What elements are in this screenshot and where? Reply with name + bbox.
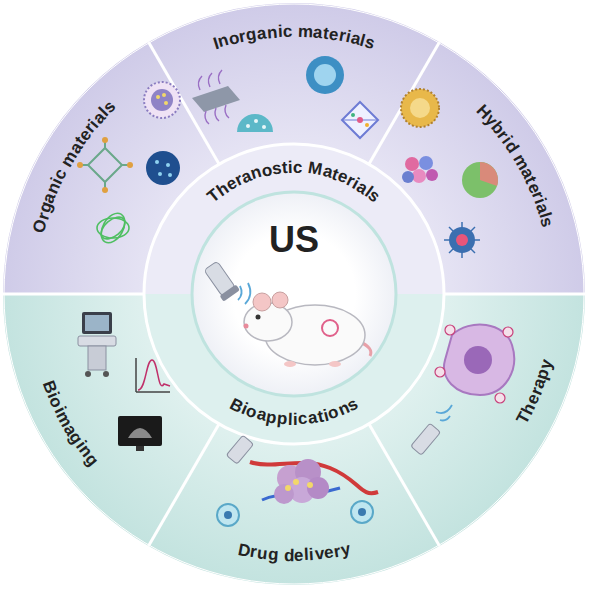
center-label: US [269, 220, 319, 260]
sector-label: Organic materials [30, 97, 120, 234]
sector-label: Inorganic materials [211, 23, 377, 54]
dividers [3, 4, 585, 584]
letter: d [283, 546, 294, 565]
ultrasound-probe [202, 260, 250, 304]
letter [292, 23, 297, 42]
letter: i [277, 23, 283, 42]
letter [278, 546, 284, 565]
letter: u [256, 544, 269, 564]
letter: c [282, 23, 292, 42]
sector-label: Drug delivery [236, 541, 352, 566]
letter: a [312, 23, 323, 42]
letter: m [297, 23, 313, 42]
therapy-icons [411, 325, 515, 456]
letter: i [293, 411, 298, 430]
drug-delivery-icons [217, 435, 378, 526]
sector-label: Hybrid materials [472, 101, 557, 229]
inorganic-icons [192, 56, 378, 138]
letter: s [271, 159, 283, 179]
letter: e [294, 546, 304, 565]
letter: a [256, 24, 268, 44]
bioimaging-icons [78, 312, 170, 451]
letter: l [304, 546, 310, 565]
sector-label: Bioapplications [226, 395, 361, 430]
letter: t [282, 159, 289, 178]
mouse-illustration [244, 292, 371, 367]
sector-label: Bioimaging [38, 378, 102, 470]
organic-icons [77, 82, 180, 247]
letter: p [276, 410, 288, 430]
letter: i [288, 159, 293, 178]
letter: n [266, 23, 278, 42]
letter: c [293, 159, 303, 178]
sector-label: Theranostic Materials [204, 159, 383, 207]
hybrid-icons [401, 89, 498, 258]
center-fill [192, 192, 396, 396]
sector-label: Therapy [514, 357, 557, 427]
letter: g [267, 545, 279, 564]
sector-fills [3, 3, 585, 585]
letter: l [288, 411, 293, 430]
